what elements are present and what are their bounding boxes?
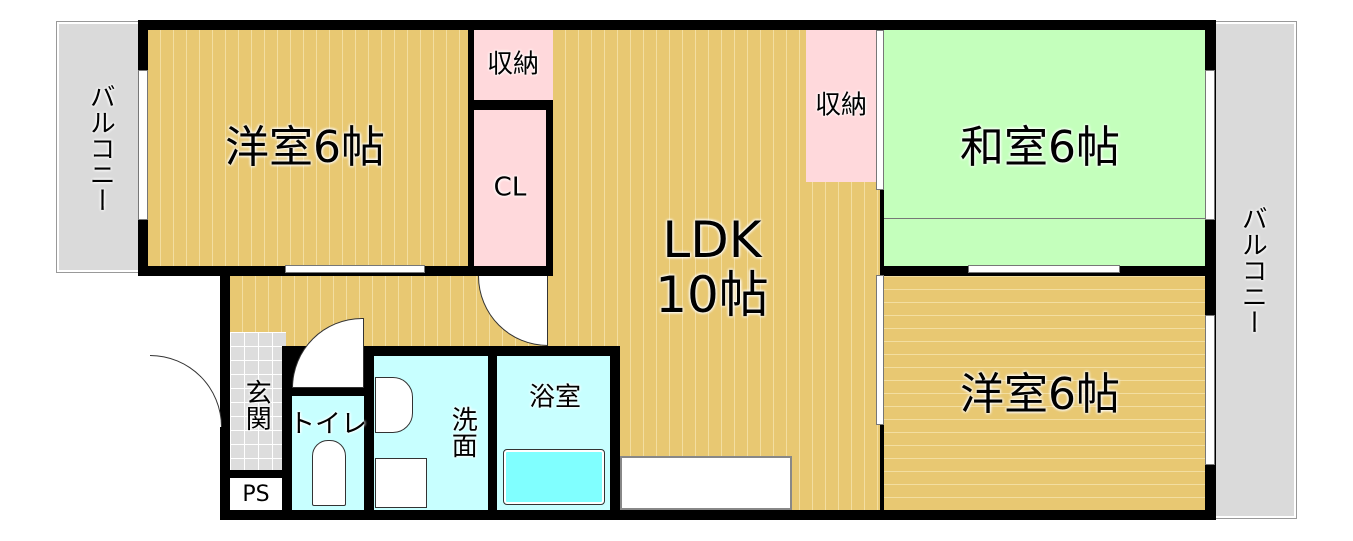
kitchen-counter [620,456,792,510]
toilet-label: トイレ [288,409,368,440]
sliding-door-japanese-side [876,30,884,190]
storage-right [806,30,876,182]
western-room-1 [148,30,468,266]
ldk-label: LDK 10帖 [655,213,769,323]
closet [474,110,546,266]
ldk-size: 10帖 [655,266,769,324]
entrance-label: 玄関 [241,379,272,431]
closet-label: CL [493,172,527,203]
sliding-door-japanese [968,265,1120,273]
sliding-door-western1 [285,265,425,273]
window-right-bottom [1205,315,1215,465]
window-right-top [1205,70,1215,220]
entrance-door[interactable] [150,355,222,427]
ldk-name: LDK [662,211,762,269]
balcony-left [56,21,144,273]
sliding-door-western2 [876,275,884,425]
washroom-label: 洗面 [447,406,478,458]
japanese-room [884,30,1205,266]
balcony-right [1209,21,1297,519]
storage-top [474,30,553,100]
window-left [138,70,148,220]
bathroom-label: 浴室 [528,382,582,413]
bathtub-icon [503,449,605,505]
storage-top-label: 収納 [486,49,540,80]
balcony-right-label: バルコニー [1237,205,1268,335]
ps-label: PS [242,481,270,507]
sink-icon [375,377,413,433]
western-room-2-label: 洋室6帖 [960,368,1120,420]
ps [230,478,282,510]
toilet-bowl-icon [312,440,346,506]
japanese-room-label: 和室6帖 [960,121,1120,173]
western-room-1-label: 洋室6帖 [225,121,385,173]
balcony-left-label: バルコニー [85,83,116,213]
western-room-2 [884,276,1205,510]
washing-machine-icon [375,458,427,508]
entrance [230,332,286,470]
storage-right-label: 収納 [814,90,868,121]
